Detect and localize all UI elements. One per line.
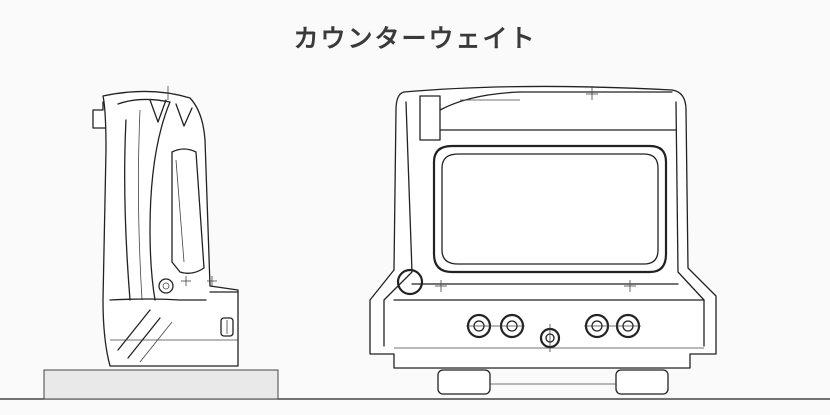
side-chamfer-2 [127,317,161,359]
front-body-outline [369,85,717,369]
side-lug [220,317,234,337]
side-body-outline [102,90,239,367]
side-top-notch [149,99,167,123]
side-lower-seam [109,298,207,301]
front-top-block [419,95,441,141]
front-window-inner [441,153,659,265]
side-inner-curve-2 [138,109,143,301]
side-crosshair-marks [181,276,217,286]
side-view [43,86,279,400]
side-top-notch-2 [175,103,193,127]
front-top-curve [439,91,521,111]
front-left-foot [437,369,491,395]
front-view [369,85,717,395]
side-arm-contour [117,98,171,301]
side-inner-curve [124,119,131,301]
front-crosshair-marks [435,280,636,292]
side-slot [171,148,205,274]
side-mount-hole-inner [162,282,170,290]
support-block [43,369,279,400]
front-round-cap [396,268,424,296]
side-mount-hole [158,278,174,294]
front-window-panel [432,144,668,274]
side-slot-inner [175,159,185,263]
diagram-title: カウンターウェイト [293,24,537,53]
side-chamfer-3 [139,321,173,363]
front-right-contour [675,101,705,347]
front-hole-crosshairs [466,324,641,352]
front-right-foot [615,369,669,395]
side-chamfer-1 [117,309,151,351]
